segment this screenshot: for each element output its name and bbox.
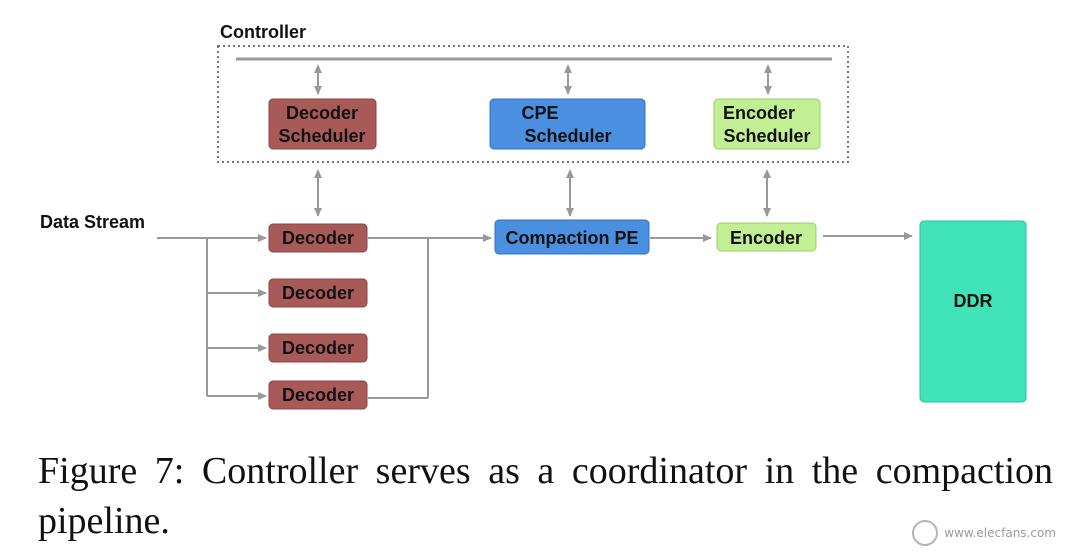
encoder-scheduler-box: Encoder Scheduler — [713, 98, 821, 150]
pipeline-diagram: Controller Decoder Scheduler CPE Schedul… — [40, 22, 1027, 410]
compaction-pe-box: Compaction PE — [494, 219, 650, 255]
encoder-box: Encoder — [716, 222, 817, 252]
decoder-label-1: Decoder — [282, 228, 354, 248]
encoder-scheduler-line2: Scheduler — [723, 126, 810, 146]
decoder-scheduler-line1: Decoder — [286, 103, 358, 123]
watermark-logo-icon — [912, 520, 939, 546]
decoder-box-2: Decoder — [268, 278, 368, 308]
ddr-label: DDR — [954, 291, 993, 311]
encoder-scheduler-line1: Encoder — [723, 103, 795, 123]
watermark: www.elecfans.com — [912, 520, 1056, 546]
controller-label: Controller — [220, 22, 306, 42]
diagram-canvas: Controller Decoder Scheduler CPE Schedul… — [40, 22, 1027, 410]
controller-box — [217, 45, 849, 163]
decoder-label-4: Decoder — [282, 385, 354, 405]
decoder-scheduler-box: Decoder Scheduler — [268, 98, 377, 150]
cpe-scheduler-box: CPE Scheduler — [489, 98, 646, 150]
scheduler-arrows — [314, 169, 771, 217]
input-fanout — [157, 234, 267, 400]
compaction-pe-label: Compaction PE — [505, 228, 638, 248]
cpe-scheduler-line2: Scheduler — [524, 126, 611, 146]
cpe-scheduler-line1: CPE — [521, 103, 558, 123]
decoder-label-3: Decoder — [282, 338, 354, 358]
bus-arrows — [314, 64, 772, 95]
data-stream-label: Data Stream — [40, 212, 145, 232]
figure-caption: Figure 7: Controller serves as a coordin… — [38, 450, 1053, 542]
ddr-box: DDR — [919, 220, 1027, 403]
decoder-box-4: Decoder — [268, 380, 368, 410]
decoder-label-2: Decoder — [282, 283, 354, 303]
decoder-scheduler-line2: Scheduler — [278, 126, 365, 146]
watermark-site: www.elecfans.com — [944, 526, 1056, 540]
decoder-box-3: Decoder — [268, 333, 368, 363]
decoder-box-1: Decoder — [268, 223, 368, 253]
decoder-merge — [368, 234, 492, 399]
encoder-label: Encoder — [730, 228, 802, 248]
